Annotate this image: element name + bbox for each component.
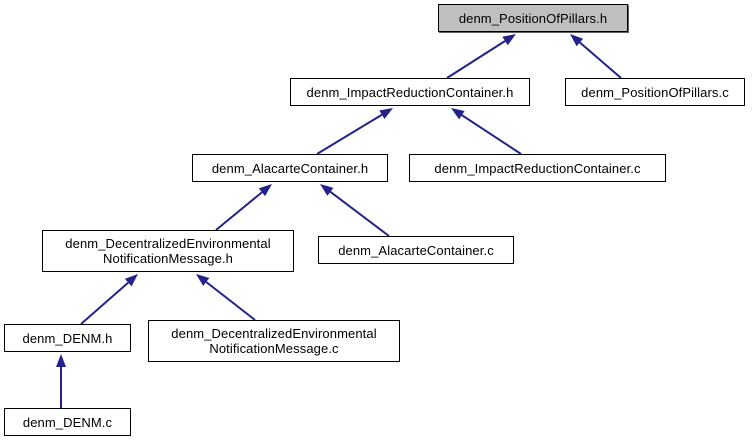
graph-node-label: denm_PositionOfPillars.h <box>458 10 608 26</box>
graph-node-impact_reduction_container_c[interactable]: denm_ImpactReductionContainer.c <box>409 154 666 182</box>
graph-node-position_of_pillars_c[interactable]: denm_PositionOfPillars.c <box>565 78 745 106</box>
graph-node-decentralized_environmental_notification_message_c[interactable]: denm_DecentralizedEnvironmental Notifica… <box>148 320 400 362</box>
graph-node-denm_h[interactable]: denm_DENM.h <box>4 324 131 352</box>
graph-edge-denm_h-to-decentralized_environmental_notification_message_h <box>80 281 129 325</box>
graph-node-label: denm_DENM.h <box>22 330 113 346</box>
graph-edge-impact_reduction_container_c-to-impact_reduction_container_h <box>461 114 522 155</box>
graph-node-alacarte_container_c[interactable]: denm_AlacarteContainer.c <box>318 236 514 264</box>
graph-node-label: denm_DecentralizedEnvironmental Notifica… <box>171 326 377 356</box>
graph-arrowhead-impact_reduction_container_h-to-position_of_pillars_h <box>502 34 516 46</box>
graph-arrowhead-denm_c-to-denm_h <box>56 354 66 367</box>
graph-edge-position_of_pillars_c-to-position_of_pillars_h <box>579 41 622 79</box>
graph-node-alacarte_container_h[interactable]: denm_AlacarteContainer.h <box>192 154 388 182</box>
graph-node-label: denm_AlacarteContainer.c <box>338 242 494 258</box>
graph-edge-decentralized_environmental_notification_message_c-to-decentralized_environmental_notification_message_h <box>205 281 256 321</box>
graph-arrowhead-impact_reduction_container_c-to-impact_reduction_container_h <box>451 108 465 120</box>
graph-node-label: denm_ImpactReductionContainer.h <box>306 84 514 100</box>
graph-node-decentralized_environmental_notification_message_h[interactable]: denm_DecentralizedEnvironmental Notifica… <box>42 230 294 272</box>
graph-node-label: denm_AlacarteContainer.h <box>211 160 369 176</box>
graph-node-position_of_pillars_h[interactable]: denm_PositionOfPillars.h <box>438 4 628 32</box>
graph-node-impact_reduction_container_h[interactable]: denm_ImpactReductionContainer.h <box>290 78 530 106</box>
graph-arrowhead-alacarte_container_c-to-alacarte_container_h <box>320 184 334 196</box>
graph-node-label: denm_ImpactReductionContainer.c <box>434 160 641 176</box>
graph-edge-decentralized_environmental_notification_message_h-to-alacarte_container_h <box>215 191 263 231</box>
graph-node-label: denm_PositionOfPillars.c <box>581 84 729 100</box>
graph-edge-impact_reduction_container_h-to-position_of_pillars_h <box>446 40 506 79</box>
graph-node-denm_c[interactable]: denm_DENM.c <box>4 408 131 436</box>
graph-edge-alacarte_container_h-to-impact_reduction_container_h <box>316 113 383 155</box>
graph-node-label: denm_DecentralizedEnvironmental Notifica… <box>65 236 271 266</box>
graph-arrowhead-denm_h-to-decentralized_environmental_notification_message_h <box>124 274 138 287</box>
graph-arrowhead-alacarte_container_h-to-impact_reduction_container_h <box>379 108 393 120</box>
graph-node-label: denm_DENM.c <box>22 414 113 430</box>
graph-edge-alacarte_container_c-to-alacarte_container_h <box>329 191 390 237</box>
graph-arrowhead-decentralized_environmental_notification_message_c-to-decentralized_environmental_notification_message_h <box>196 274 210 286</box>
graph-arrowhead-decentralized_environmental_notification_message_h-to-alacarte_container_h <box>258 184 272 197</box>
graph-arrowhead-position_of_pillars_c-to-position_of_pillars_h <box>570 34 584 47</box>
